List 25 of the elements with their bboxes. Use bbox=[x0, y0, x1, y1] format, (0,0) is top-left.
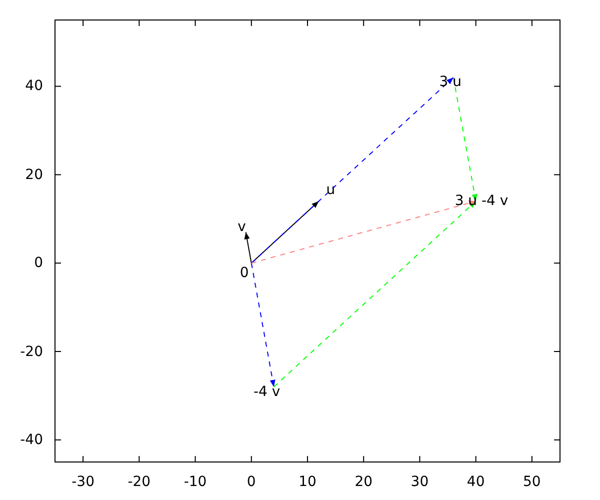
tick-label: 40 bbox=[25, 78, 43, 94]
tick-label: -20 bbox=[20, 344, 43, 360]
tick-label: -30 bbox=[70, 474, 96, 490]
vector-arrow bbox=[250, 200, 476, 264]
point-label: v bbox=[238, 219, 246, 236]
point-label: 3 u bbox=[439, 74, 462, 90]
vector-arrow bbox=[250, 76, 454, 264]
tick-label: 50 bbox=[522, 474, 542, 490]
vector-arrow bbox=[244, 232, 252, 264]
vector-arrow bbox=[452, 76, 478, 202]
tick-label: 40 bbox=[466, 474, 486, 490]
tick-label: 10 bbox=[298, 474, 318, 490]
tick-label: 0 bbox=[34, 255, 43, 272]
vector-arrow bbox=[250, 262, 276, 388]
tick-label: -40 bbox=[20, 432, 43, 448]
tick-label: 20 bbox=[25, 166, 43, 183]
vector-arrow bbox=[273, 200, 476, 388]
tick-label: 20 bbox=[354, 474, 374, 490]
point-label: 0 bbox=[240, 265, 249, 282]
tick-label: 0 bbox=[246, 474, 257, 490]
tick-label: -10 bbox=[182, 474, 208, 490]
point-label: -4 v bbox=[253, 384, 280, 400]
point-label: u bbox=[326, 182, 336, 198]
tick-label: 30 bbox=[410, 474, 430, 490]
tick-label: -20 bbox=[126, 474, 152, 490]
